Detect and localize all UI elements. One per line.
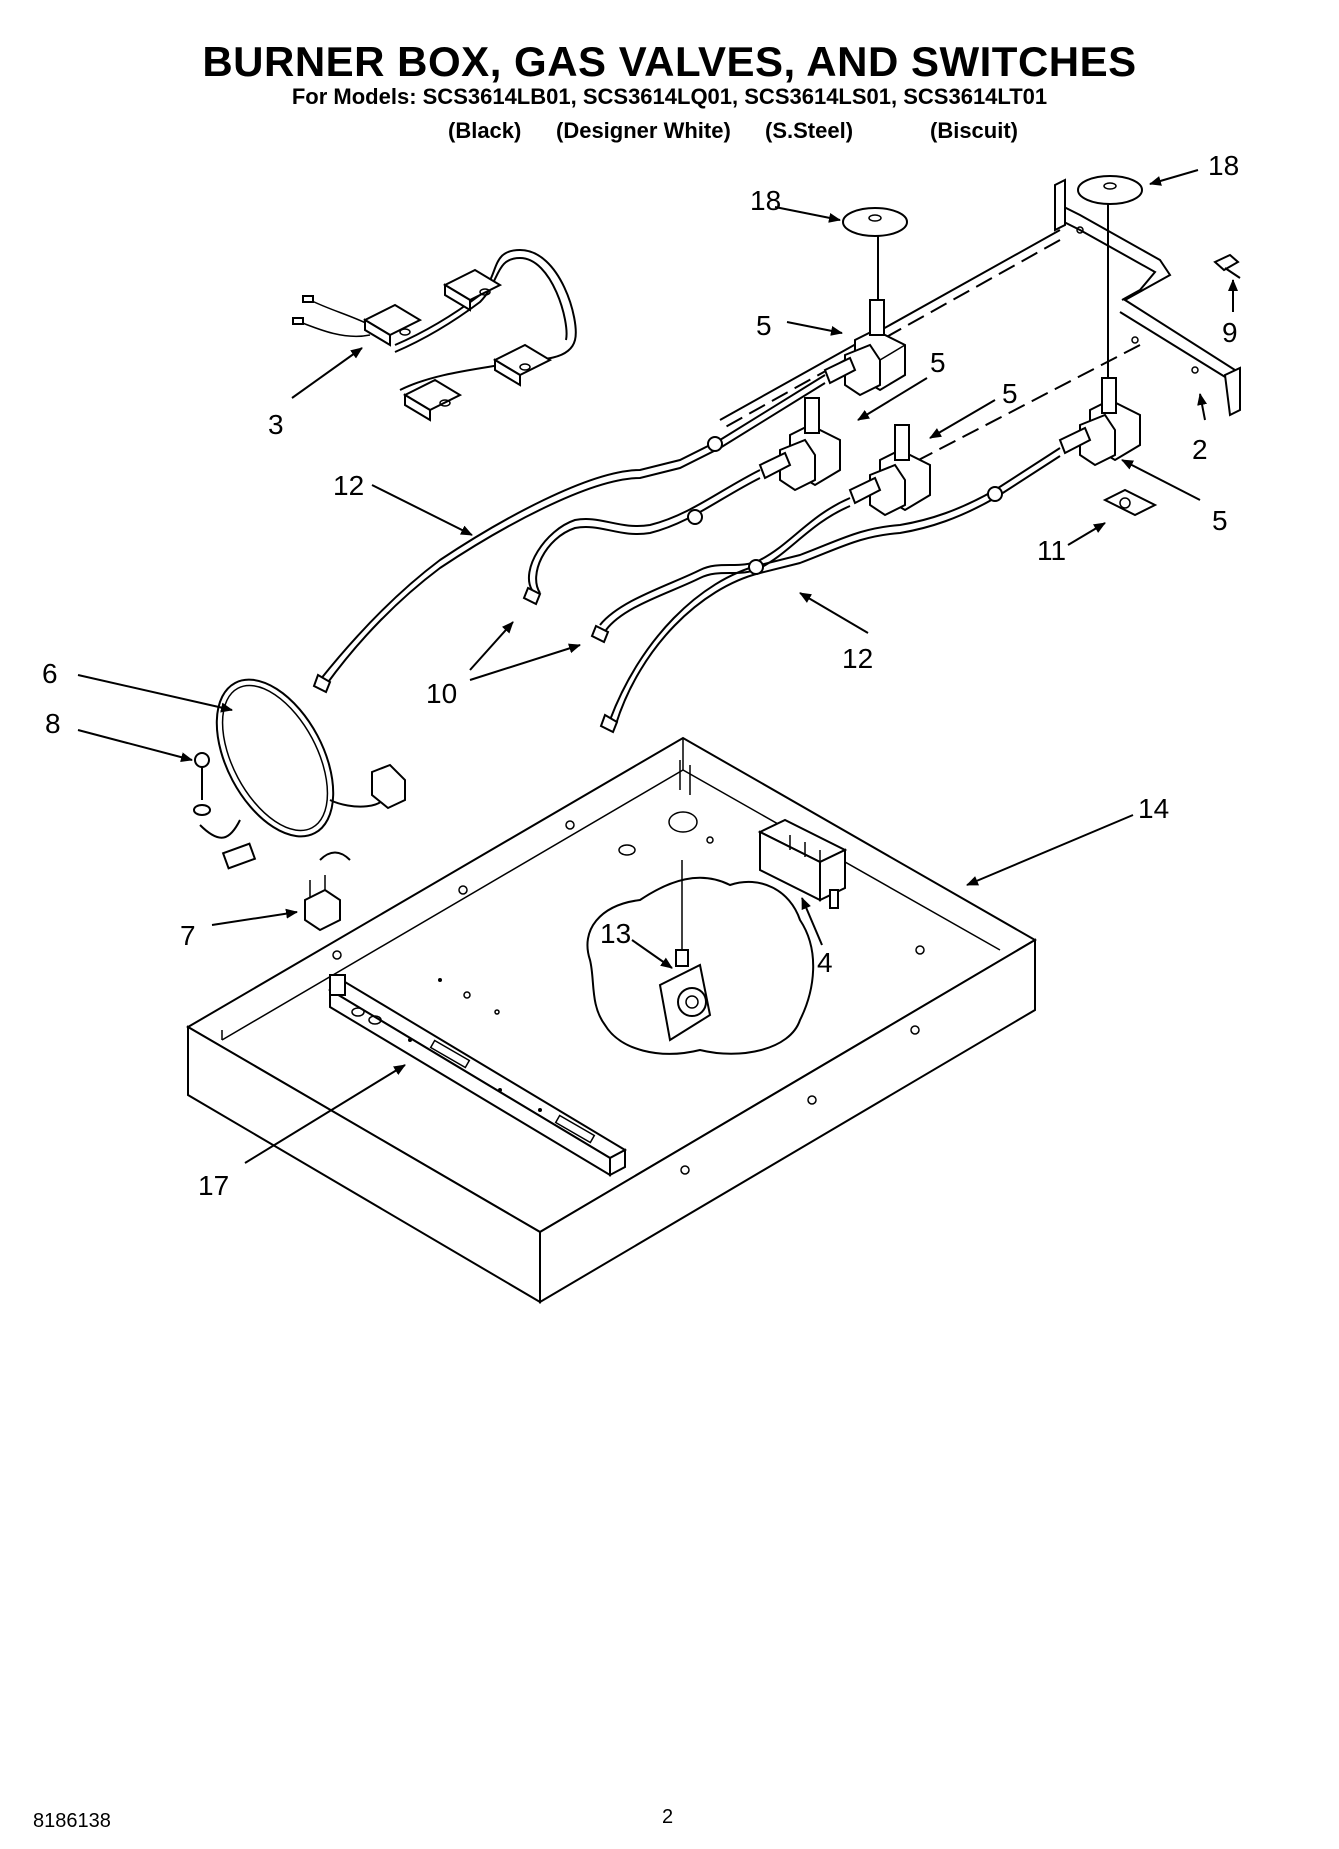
gas-tubes-part-12	[312, 374, 1061, 734]
variant-stainless-steel: (S.Steel)	[765, 118, 854, 143]
page-title: BURNER BOX, GAS VALVES, AND SWITCHES	[202, 38, 1137, 85]
callout-2: 2	[1192, 434, 1208, 465]
document-number: 8186138	[33, 1810, 111, 1832]
burner-cap-part-18-right	[1077, 175, 1143, 380]
spark-module-part-13	[658, 860, 712, 1042]
callout-14: 14	[1138, 793, 1169, 824]
callout-4: 4	[817, 947, 833, 978]
leader-lines	[77, 169, 1238, 1164]
callout-12-left: 12	[333, 470, 364, 501]
callout-12-right: 12	[842, 643, 873, 674]
screw-part-8	[193, 752, 211, 816]
callout-5-a: 5	[756, 310, 772, 341]
wire-harness-part-3	[292, 248, 577, 422]
callout-18-right: 18	[1208, 150, 1239, 181]
bracket-part-17	[327, 974, 628, 1177]
switch-block-part-4	[757, 818, 848, 909]
gasket-part-11	[1102, 488, 1158, 517]
page-number: 2	[662, 1806, 674, 1828]
gas-valve-part-5-b	[758, 397, 841, 492]
callout-8: 8	[45, 708, 61, 739]
gas-tubes-part-10	[522, 469, 851, 644]
gas-manifold-part-2	[719, 178, 1241, 481]
callout-18-left: 18	[750, 185, 781, 216]
callout-13: 13	[600, 918, 631, 949]
connector-part-7	[304, 851, 351, 932]
callout-11: 11	[1037, 535, 1066, 566]
callout-10: 10	[426, 678, 457, 709]
callout-labels: 18 18 5 5 5 5 9 2 3 12 12 11 6 8 10 14 7…	[42, 150, 1239, 1201]
gas-valve-part-5-d	[1058, 377, 1141, 467]
wire-loop-part-6	[199, 678, 406, 870]
gas-valve-part-5-a	[823, 299, 906, 397]
variant-black: (Black)	[448, 118, 522, 143]
callout-17: 17	[198, 1170, 229, 1201]
burner-cap-part-18-left	[842, 207, 908, 300]
callout-5-b: 5	[930, 347, 946, 378]
gas-valve-part-5-c	[848, 424, 931, 517]
callout-5-d: 5	[1212, 505, 1228, 536]
variant-designer-white: (Designer White)	[556, 118, 731, 143]
callout-7: 7	[180, 920, 196, 951]
model-list: For Models: SCS3614LB01, SCS3614LQ01, SC…	[291, 84, 1048, 109]
callout-9: 9	[1222, 317, 1238, 348]
variant-biscuit: (Biscuit)	[930, 118, 1018, 143]
callout-6: 6	[42, 658, 58, 689]
screw-part-9	[1213, 253, 1241, 279]
callout-5-c: 5	[1002, 378, 1018, 409]
callout-3: 3	[268, 409, 284, 440]
